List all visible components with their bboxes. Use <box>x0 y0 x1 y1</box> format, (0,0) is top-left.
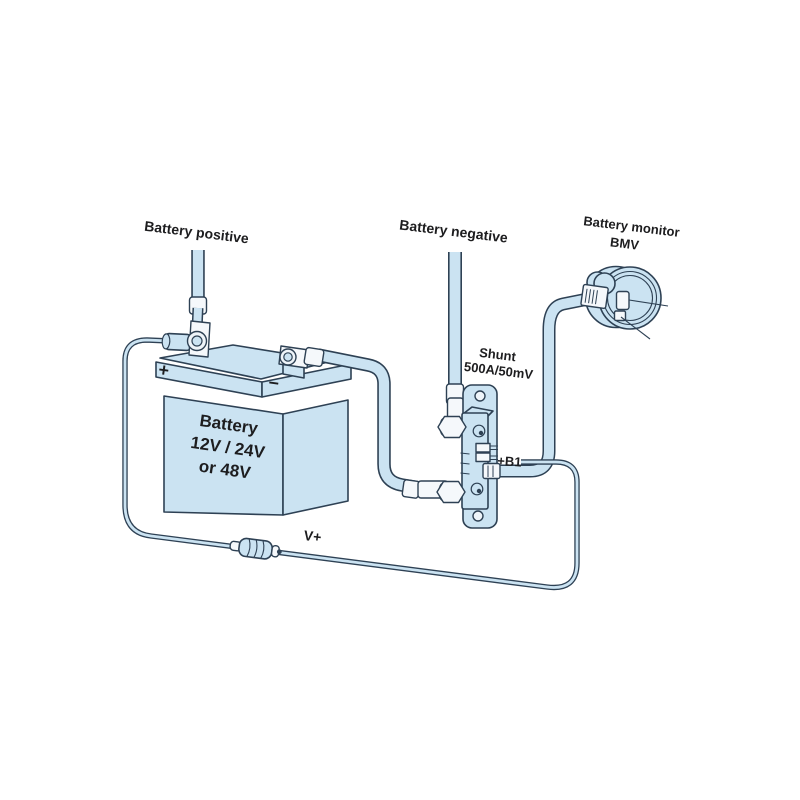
battery-minus-terminal-symbol: − <box>267 372 280 393</box>
label-bmv: BMV <box>609 234 640 252</box>
minus-cable-ferrule <box>303 346 325 368</box>
battery-positive-terminal <box>161 250 211 358</box>
shunt-mounting-hole-top <box>474 390 486 402</box>
shunt-bolt-top <box>437 415 467 439</box>
battery-negative-cable <box>445 252 465 423</box>
shunt-screw-bottom-slot <box>476 488 482 494</box>
shunt-terminal-pins <box>490 445 498 460</box>
bolt-top-hex <box>437 415 467 439</box>
fuse-band-2 <box>253 539 258 558</box>
positive-clamp-bolt-head <box>191 335 203 347</box>
shunt-edge-ticks <box>460 452 470 475</box>
shunt-screw-bottom <box>470 482 484 496</box>
minus-clamp-bolt-head <box>283 352 293 362</box>
inline-fuse <box>229 537 282 560</box>
shunt-screw-top <box>472 424 486 438</box>
fuse-band-1 <box>246 538 251 557</box>
battery-plus-terminal-symbol: + <box>157 359 170 380</box>
battery-minus-terminal <box>278 345 325 379</box>
label-b1: +B1 <box>497 453 522 470</box>
bmv-leader-line-2 <box>620 316 651 340</box>
label-battery-positive: Battery positive <box>144 218 250 247</box>
bmv-rj-plug <box>580 283 609 310</box>
label-shunt: Shunt <box>478 345 517 364</box>
shunt-mounting-hole-bottom <box>472 510 484 522</box>
fuse-band-3 <box>260 540 265 559</box>
label-battery-negative: Battery negative <box>399 216 509 245</box>
label-shunt-rating: 500A/50mV <box>463 359 534 382</box>
label-v-plus: V+ <box>303 527 322 545</box>
battery-body-right-face <box>282 399 349 516</box>
shunt-terminal-block-2 <box>475 452 491 463</box>
battery-monitor-bmv <box>580 265 669 340</box>
shunt-to-bmv-cable <box>498 299 588 471</box>
shunt-terminal-block-1 <box>475 442 491 453</box>
shunt-screw-top-slot <box>478 430 484 436</box>
fuse-tip <box>276 549 282 555</box>
bolt-bottom-hex <box>436 480 466 504</box>
fuse-body <box>238 537 273 560</box>
battery: + − Battery 12V / 24V or 48V <box>155 344 352 516</box>
shunt <box>460 384 498 529</box>
shunt-bolt-bottom <box>436 480 466 504</box>
b1-connector <box>482 462 501 480</box>
bmv-leader-line-1 <box>628 299 669 307</box>
bmv-square-knockout <box>615 290 630 311</box>
battery-lid-right-band <box>261 363 352 398</box>
bmv-cable-outline <box>498 299 588 471</box>
